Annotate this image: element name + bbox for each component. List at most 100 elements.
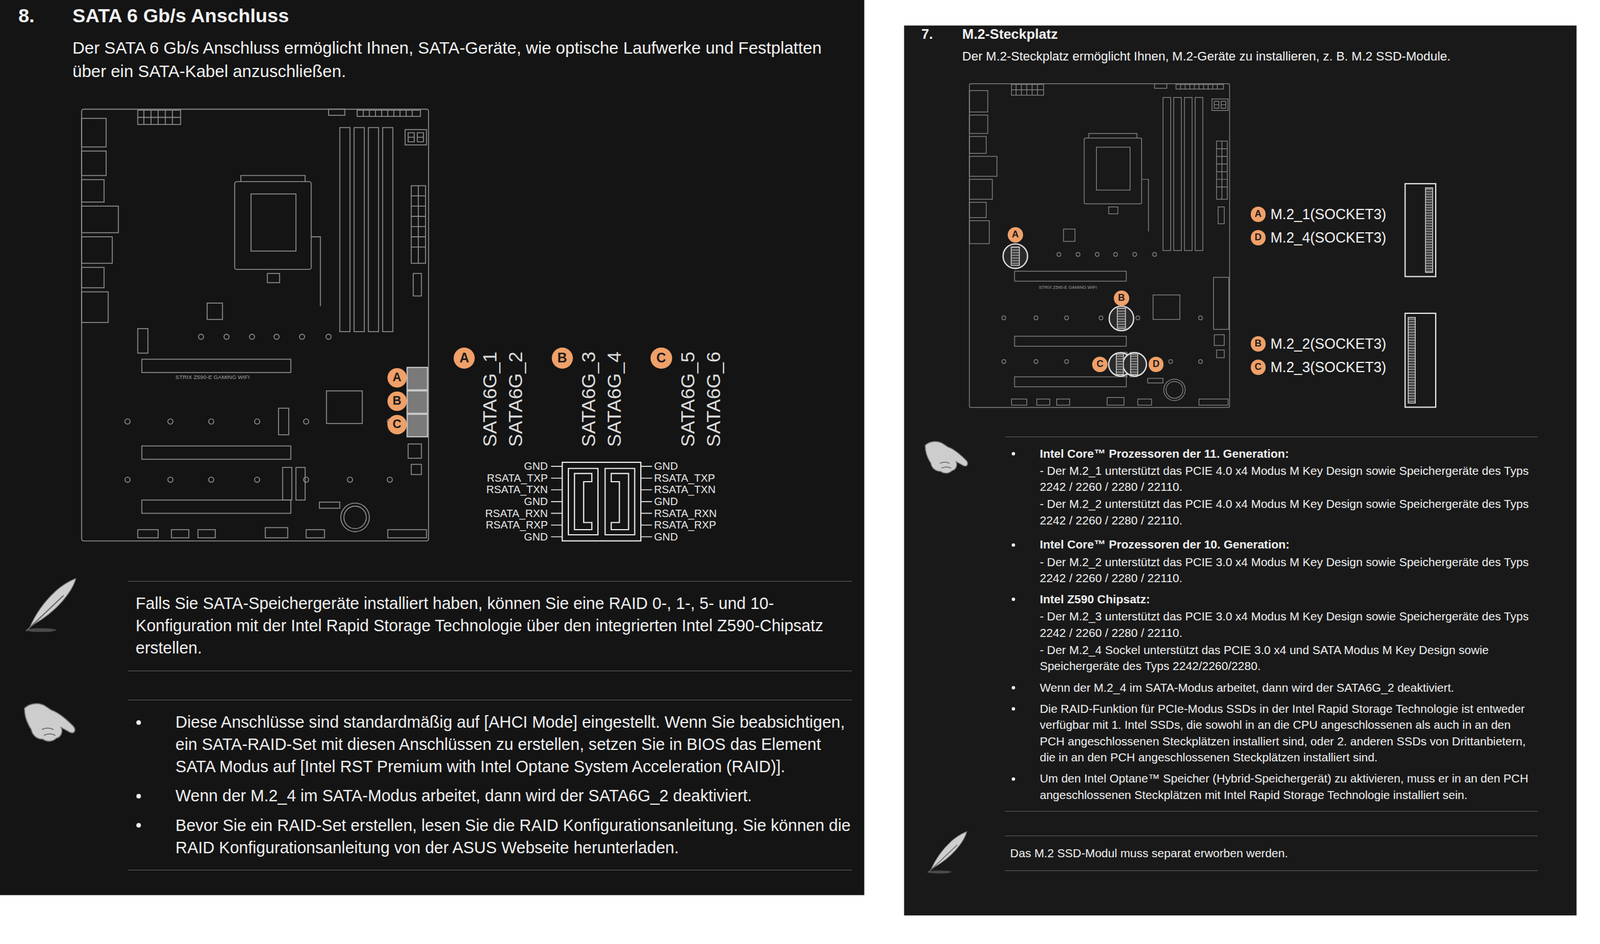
list-item: Bevor Sie ein RAID-Set erstellen, lesen …: [175, 814, 853, 859]
list-item: Diese Anschlüsse sind standardmäßig auf …: [175, 710, 853, 778]
note-text: - Der M.2_1 unterstützt das PCIE 4.0 x4 …: [1039, 462, 1538, 496]
note-text: Wenn der M.2_4 im SATA-Modus arbeitet, d…: [1039, 679, 1538, 696]
pin-name: RSATA_RXP: [485, 518, 548, 532]
list-item: Wenn der M.2_4 im SATA-Modus arbeitet, d…: [175, 784, 853, 807]
caution-box: Intel Core™ Prozessoren der 11. Generati…: [1004, 436, 1538, 812]
slot-label: M.2_3(SOCKET3): [1270, 358, 1387, 376]
list-item: Falls Sie SATA-Speichergeräte installier…: [135, 592, 852, 660]
section-number: 8.: [18, 3, 35, 28]
section-intro: Der M.2-Steckplatz ermöglicht Ihnen, M.2…: [962, 47, 1570, 66]
pin-name: RSATA_TXN: [486, 483, 548, 496]
note-icon: [927, 831, 967, 874]
note-text: Um den Intel Optane™ Speicher (Hybrid-Sp…: [1039, 770, 1538, 803]
pin-name: RSATA_TXP: [486, 471, 548, 485]
board-silkscreen: STRIX Z590-E GAMING WIFI: [1038, 285, 1097, 291]
section-panel: 7. M.2-SteckplatzDer M.2-Steckplatz ermög…: [903, 25, 1577, 916]
m2-slot: [1011, 247, 1020, 266]
list-item: - Der M.2_1 unterstützt das PCIE 4.0 x4 …: [1039, 462, 1538, 496]
list-item: - Der M.2_4 Sockel unterstützt das PCIE …: [1039, 641, 1538, 675]
callout-circle: C: [387, 414, 407, 435]
slot-label: M.2_2(SOCKET3): [1270, 335, 1387, 353]
port-label: SATA6G_1: [478, 351, 501, 447]
note-box: Das M.2 SSD-Modul muss separat erworben …: [1004, 835, 1538, 872]
sata-connector-pinout: [568, 468, 599, 535]
list-item: Wenn der M.2_4 im SATA-Modus arbeitet, d…: [1039, 679, 1538, 696]
note-text: Bevor Sie ein RAID-Set erstellen, lesen …: [175, 814, 853, 859]
callout-letter: A: [1254, 209, 1262, 220]
panel-ground: [0, 0, 865, 895]
m2-slot-highlight: [1003, 243, 1147, 377]
note-text: Wenn der M.2_4 im SATA-Modus arbeitet, d…: [175, 784, 853, 807]
m2-slot-highlight: [1122, 352, 1147, 377]
list-item: Intel Z590 Chipsatz:: [1039, 591, 1538, 608]
section-title: M.2-Steckplatz: [962, 26, 1058, 43]
note-text: Falls Sie SATA-Speichergeräte installier…: [135, 592, 852, 660]
callout-circle: B: [387, 391, 407, 411]
bullet-dot: [1011, 543, 1016, 547]
callout-letter: C: [1254, 362, 1262, 373]
m2-module: [1408, 317, 1416, 403]
m2-module: [1404, 183, 1436, 277]
note-text: Die RAID-Funktion für PCIe-Modus SSDs in…: [1039, 700, 1538, 766]
list-item: - Der M.2_2 unterstützt das PCIE 4.0 x4 …: [1039, 495, 1538, 529]
port-label: SATA6G_4: [603, 351, 626, 447]
pin-name: GND: [653, 495, 678, 508]
note-text: - Der M.2_3 unterstützt das PCIE 3.0 x4 …: [1039, 608, 1538, 641]
bullet-dot: [1011, 777, 1016, 781]
note-text: Diese Anschlüsse sind standardmäßig auf …: [175, 710, 853, 778]
section-panel: 8.SATA 6 Gb/s AnschlussDer SATA 6 Gb/s A…: [0, 0, 865, 896]
callout-circle: D: [1250, 229, 1267, 246]
m2-module: [1404, 183, 1436, 408]
sata-port-highlight: [407, 367, 428, 438]
callout-circle: A: [387, 368, 407, 388]
m2-module: [1404, 313, 1436, 408]
sata-connector-pinout: [640, 466, 653, 537]
callout-circle: A: [453, 347, 476, 370]
callout-circle: B: [551, 347, 574, 370]
pin-name: RSATA_TXP: [653, 471, 715, 485]
pin-name: RSATA_RXN: [485, 507, 548, 520]
note-text: - Der M.2_2 unterstützt das PCIE 4.0 x4 …: [1039, 495, 1538, 529]
m2-module: [1425, 187, 1433, 273]
bullet-dot: [1011, 685, 1016, 690]
bullet-dot: [1011, 451, 1016, 456]
pin-name: GND: [653, 459, 678, 473]
port-label: SATA6G_6: [702, 351, 725, 447]
bullet-dot: [136, 793, 141, 799]
pin-name: RSATA_RXP: [653, 518, 717, 532]
port-label: SATA6G_2: [504, 351, 527, 447]
callout-letter: A: [392, 371, 402, 384]
slot-label: M.2_4(SOCKET3): [1270, 229, 1387, 246]
pin-name: GND: [523, 495, 548, 508]
callout-letter: C: [656, 351, 666, 365]
sata-connector-pinout: [551, 466, 563, 537]
callout-circle: C: [1250, 359, 1267, 375]
note-text: - Der M.2_2 unterstützt das PCIE 3.0 x4 …: [1039, 554, 1538, 587]
sata-connector-pinout: [574, 473, 592, 530]
section-number: 7.: [921, 26, 933, 43]
callout-letter: B: [1254, 338, 1262, 349]
list-heading: Intel Core™ Prozessoren der 11. Generati…: [1039, 445, 1538, 462]
callout-letter: D: [1152, 359, 1160, 370]
sata-connector-pinout: [551, 462, 653, 541]
motherboard-drawing: [969, 83, 1230, 408]
list-item: Das M.2 SSD-Modul muss separat erworben …: [1009, 845, 1538, 862]
list-heading: Intel Z590 Chipsatz:: [1039, 591, 1538, 608]
list-item: - Der M.2_3 unterstützt das PCIE 3.0 x4 …: [1039, 608, 1538, 641]
motherboard-drawing: [81, 108, 429, 541]
list-item: Die RAID-Funktion für PCIe-Modus SSDs in…: [1039, 700, 1538, 766]
callout-circle: C: [650, 347, 673, 370]
caution-icon: [924, 441, 968, 474]
callout-letter: A: [459, 351, 470, 365]
m2-slot-highlight: [1003, 243, 1028, 269]
pin-name: RSATA_TXN: [653, 483, 716, 496]
port-label: SATA6G_3: [577, 351, 600, 447]
section-intro: Der SATA 6 Gb/s Anschluss ermöglicht Ihn…: [72, 36, 854, 83]
m2-slot: [1011, 247, 1138, 375]
note-box: Falls Sie SATA-Speichergeräte installier…: [127, 580, 853, 672]
callout-circle: A: [1250, 206, 1267, 222]
callout-letter: A: [1011, 229, 1019, 240]
sata-connector-pinout: [611, 473, 629, 530]
bullet-dot: [136, 822, 141, 828]
